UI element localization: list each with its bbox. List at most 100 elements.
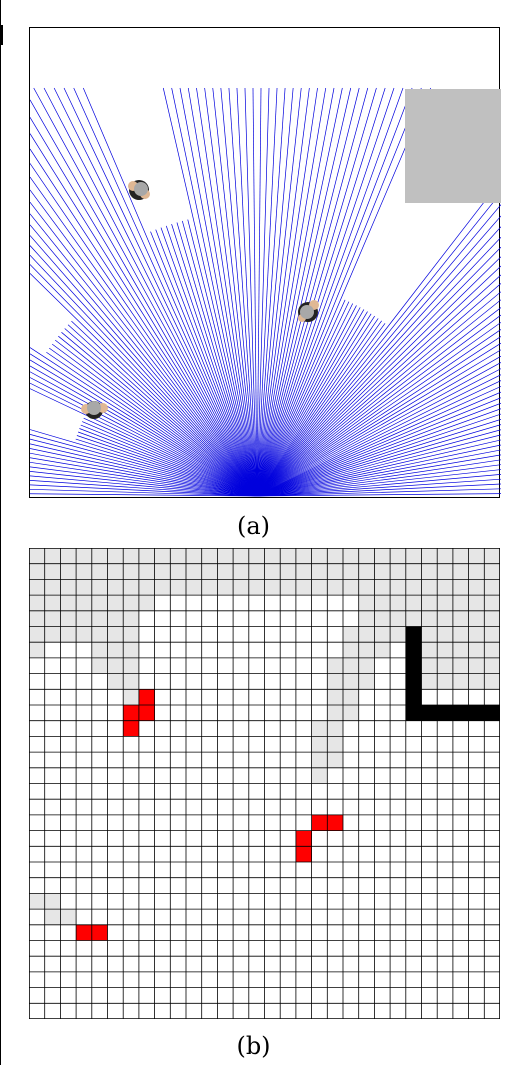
laser-ray [30,371,258,497]
laser-ray [256,424,501,497]
unknown-cell [123,595,139,611]
unknown-cell [91,595,108,611]
laser-ray [256,256,501,497]
unknown-cell [484,579,500,596]
unknown-cell [29,579,45,596]
laser-ray [176,222,258,497]
unknown-cell [405,548,422,564]
unknown-cell [107,610,124,627]
laser-ray [43,87,258,497]
unknown-cell [154,563,171,580]
laser-ray [256,226,501,497]
laser-ray [256,307,361,497]
laser-ray [256,87,278,497]
unknown-cell [343,689,359,705]
laser-ray [30,438,258,497]
unknown-cell [390,563,406,580]
wall-cell [405,689,422,705]
laser-ray [212,87,258,497]
unknown-cell [405,595,422,611]
unknown-cell [452,595,469,611]
unknown-cell [437,563,453,580]
unknown-cell [264,579,281,596]
person-top-left [128,180,150,200]
occupied-cell [91,924,108,941]
unknown-cell [60,563,77,580]
unknown-cell [484,563,500,580]
laser-ray [79,428,258,497]
laser-ray [256,87,343,497]
unknown-cell [311,736,328,753]
unknown-cell [123,579,139,596]
caption-a: (a) [236,512,271,540]
wall-cells [405,626,500,721]
laser-ray [30,245,258,497]
unknown-cell [44,909,61,925]
laser-ray [256,283,501,497]
unknown-cell [123,642,139,658]
unknown-cell [437,579,453,596]
unknown-cell [248,548,265,564]
wall-cell [484,705,500,721]
unknown-cell [311,579,328,596]
unknown-cell [327,736,343,753]
unknown-cell [233,563,249,580]
unknown-cell [452,657,469,674]
wall-cell [405,657,422,674]
unknown-cell [107,563,124,580]
laser-ray [30,273,258,497]
unknown-cell [327,673,343,690]
unknown-cell [44,893,61,910]
laser-ray [256,320,382,497]
unknown-cell [264,563,281,580]
unknown-cell [29,610,45,627]
laser-ray [256,483,501,497]
laser-ray [256,318,379,497]
laser-ray [256,336,501,497]
unknown-cell [374,610,391,627]
unknown-cell [468,563,485,580]
unknown-cell [91,610,108,627]
unknown-cell [91,626,108,643]
wall-cell [437,705,453,721]
occupied-cell [138,705,155,721]
laser-ray [30,189,258,497]
unknown-cell [468,657,485,674]
laser-ray [30,201,258,497]
unknown-cell [311,720,328,737]
laser-ray [196,87,258,497]
unknown-cell [405,579,422,596]
unknown-cell [390,579,406,596]
laser-ray [256,444,501,497]
unknown-cell [405,563,422,580]
laser-ray [256,87,310,497]
caption-b: (b) [236,1032,271,1060]
unknown-cell [421,642,438,658]
occupied-cell [123,705,139,721]
unknown-cell [311,548,328,564]
unknown-cell [390,595,406,611]
laser-ray [30,429,258,497]
laser-ray [256,429,501,497]
laser-ray [80,424,258,497]
occupied-cell [295,846,312,862]
unknown-cell [437,642,453,658]
laser-ray [30,484,258,497]
laser-scan-svg [30,87,501,497]
laser-ray [256,314,501,497]
laser-ray [256,478,501,497]
unknown-cell [123,563,139,580]
occupied-cell [327,814,343,831]
laser-ray [256,87,335,497]
grid-lines [29,548,500,1019]
laser-ray [256,204,501,497]
laser-ray [150,231,258,497]
unknown-cell [138,548,155,564]
unknown-cell [484,673,500,690]
unknown-cell [44,610,61,627]
unknown-cell [280,579,296,596]
laser-ray [83,417,258,497]
laser-ray [30,475,258,497]
unknown-cell [91,657,108,674]
laser-ray [53,87,258,497]
